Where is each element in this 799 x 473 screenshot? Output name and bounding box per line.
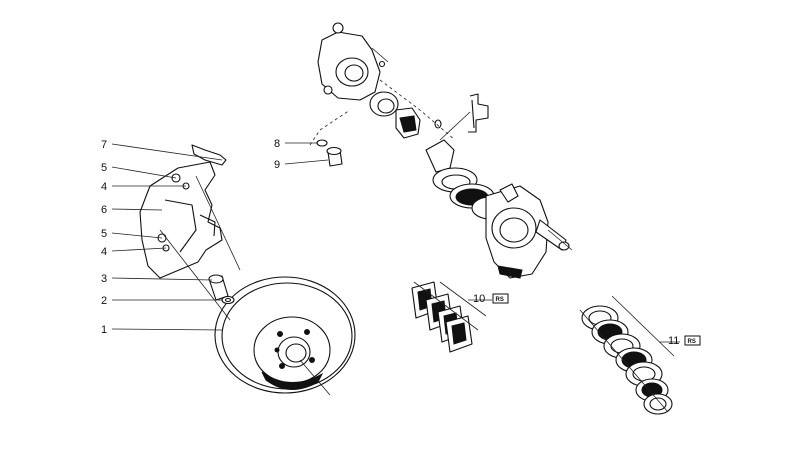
- callout-6: 6: [101, 204, 107, 216]
- callout-4b: 4: [101, 246, 107, 258]
- callout-5a: 5: [101, 162, 107, 174]
- dust-shield: [139, 144, 227, 279]
- disc-washer: [221, 295, 235, 305]
- assembly-lines: [159, 47, 675, 413]
- leader-lines: [111, 142, 680, 343]
- caliper-lower: [425, 139, 570, 279]
- brake-disc: [214, 276, 356, 394]
- rs-badge-11-label: RS: [688, 339, 696, 345]
- caliper-bolt: [326, 146, 343, 167]
- callout-5b: 5: [101, 228, 107, 240]
- rs-badge-10-label: RS: [496, 297, 504, 303]
- o-ring: [434, 119, 442, 129]
- callout-9: 9: [274, 159, 280, 171]
- seal-kit: [581, 305, 673, 415]
- brake-pad-set: [411, 281, 473, 353]
- rs-badge-10: [492, 293, 509, 304]
- callout-10: 10: [473, 293, 485, 305]
- callout-2: 2: [101, 295, 107, 307]
- callout-labels: 7 5 4 6 5 4 3 2 1 8 9 10 RS 11 RS: [101, 138, 701, 347]
- callout-4a: 4: [101, 181, 107, 193]
- callout-7: 7: [101, 139, 107, 151]
- retaining-clip: [468, 93, 489, 133]
- rs-badge-11: [684, 335, 701, 346]
- callout-8: 8: [274, 138, 280, 150]
- caliper-washer: [316, 139, 328, 147]
- callout-11: 11: [668, 335, 679, 347]
- caliper-upper: [317, 22, 421, 139]
- callout-1: 1: [101, 324, 107, 336]
- callout-3: 3: [101, 273, 107, 285]
